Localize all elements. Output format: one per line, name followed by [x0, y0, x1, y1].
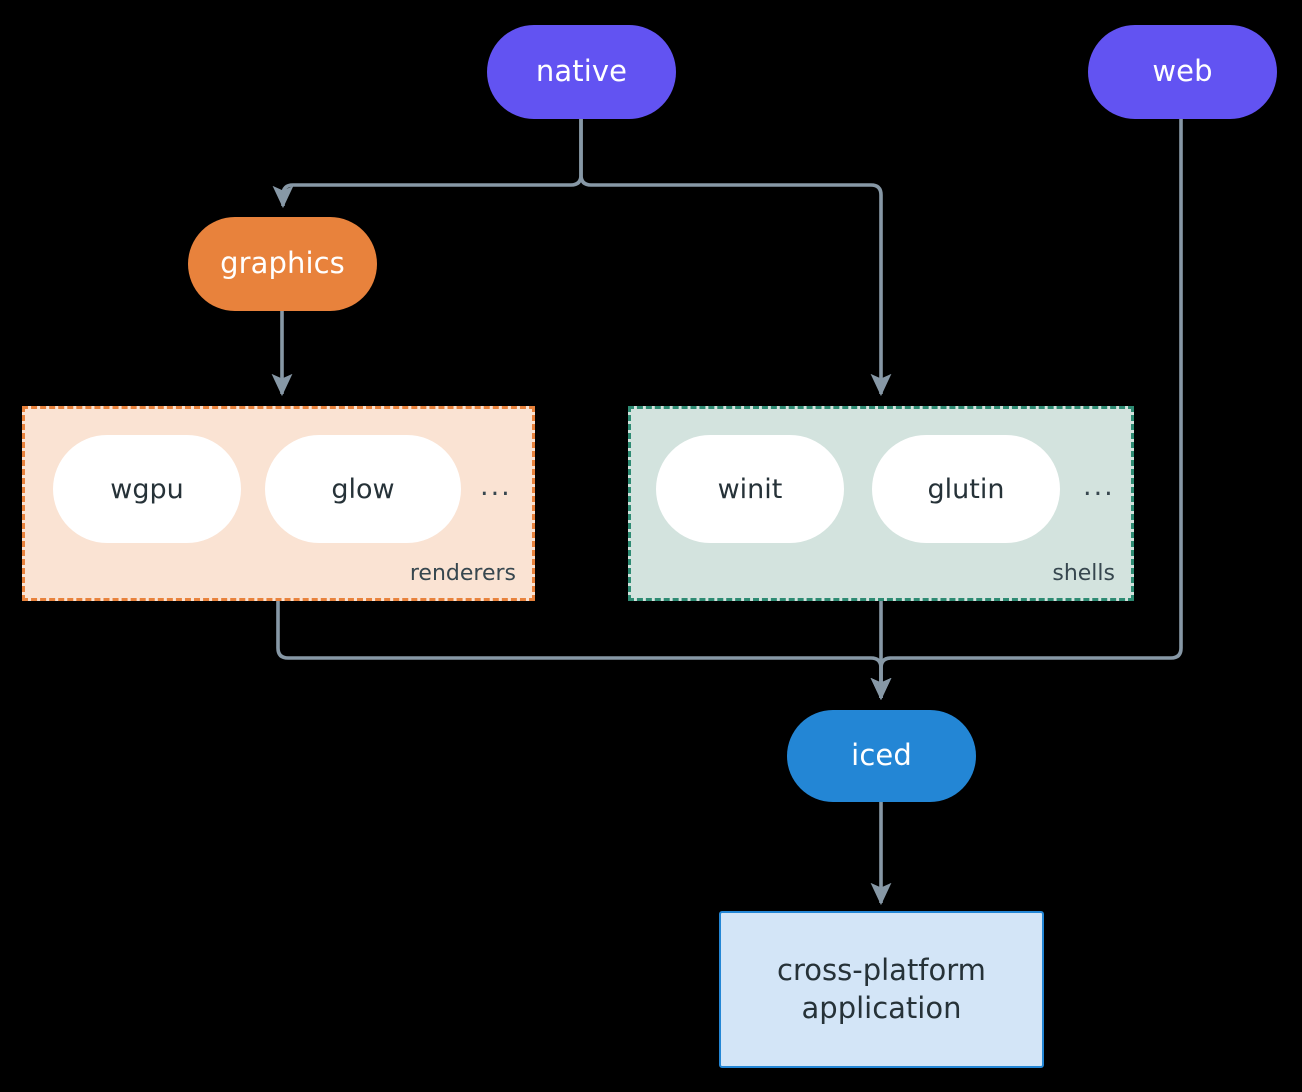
- edge-native-to-graphics: [272, 119, 583, 209]
- node-web[interactable]: web: [1088, 25, 1277, 119]
- node-graphics[interactable]: graphics: [188, 217, 377, 311]
- group-shells-label: shells: [1052, 561, 1115, 586]
- chip-winit-label: winit: [717, 473, 783, 505]
- shells-overflow-ellipsis: ...: [1083, 471, 1115, 502]
- chip-glow[interactable]: glow: [265, 435, 461, 543]
- edge-native-to-shells: [579, 119, 892, 397]
- group-shells[interactable]: winit glutin ... shells: [628, 406, 1134, 601]
- node-iced-label: iced: [851, 738, 912, 773]
- node-graphics-label: graphics: [220, 246, 345, 281]
- node-native[interactable]: native: [487, 25, 676, 119]
- node-cross-platform-application[interactable]: cross-platform application: [719, 911, 1044, 1068]
- chip-glutin-label: glutin: [927, 473, 1005, 505]
- group-renderers-label: renderers: [409, 561, 516, 586]
- chip-wgpu[interactable]: wgpu: [53, 435, 241, 543]
- node-iced[interactable]: iced: [787, 710, 976, 802]
- application-label-line1: cross-platform: [777, 953, 986, 988]
- chip-glutin[interactable]: glutin: [872, 435, 1060, 543]
- chip-wgpu-label: wgpu: [110, 473, 184, 505]
- group-renderers[interactable]: wgpu glow ... renderers: [22, 406, 535, 601]
- application-label-line2: application: [801, 990, 962, 1025]
- chip-winit[interactable]: winit: [656, 435, 844, 543]
- node-native-label: native: [535, 54, 628, 89]
- chip-glow-label: glow: [331, 473, 395, 505]
- node-web-label: web: [1152, 54, 1213, 89]
- edge-renderers-to-iced: [276, 601, 892, 701]
- renderers-overflow-ellipsis: ...: [480, 471, 512, 502]
